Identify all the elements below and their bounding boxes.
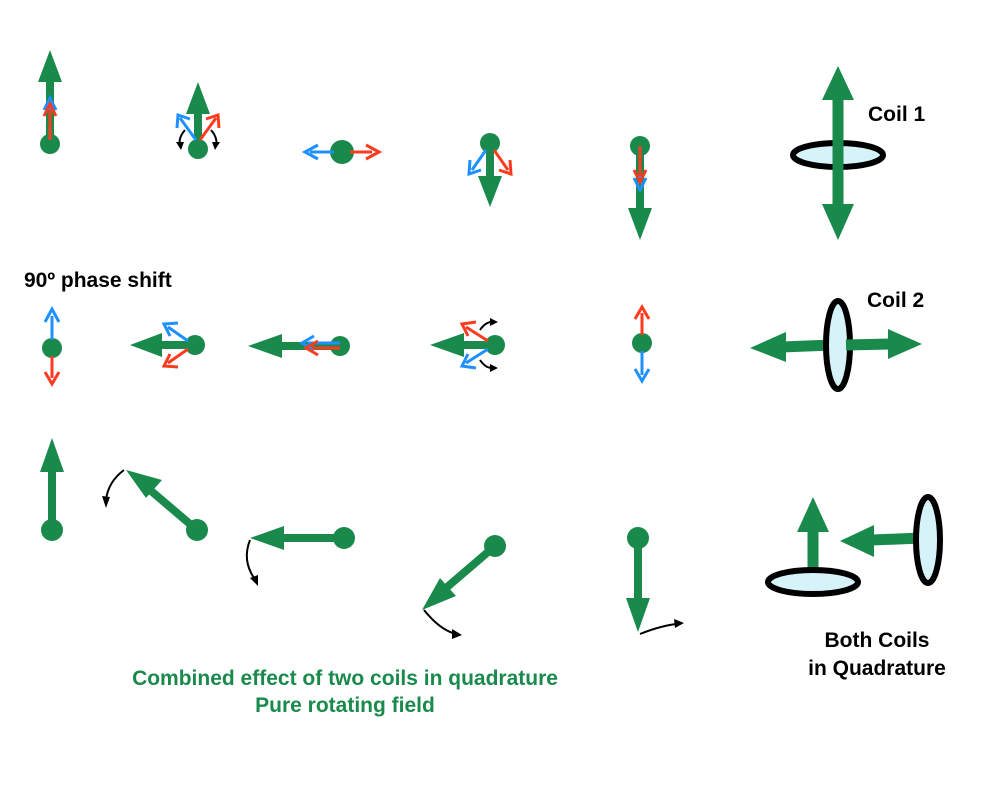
- both-coils-line-1: Both Coils: [824, 629, 930, 652]
- field-vector-r2-p2: [130, 321, 205, 369]
- field-vector-r2-p5: [632, 304, 652, 384]
- field-vector-r2-p4: [430, 318, 505, 372]
- coil-1-illustration: [790, 66, 886, 240]
- field-vector-r1-p2: [175, 82, 221, 159]
- field-vector-r2-p3: [248, 334, 350, 358]
- resultant-vector-r3-p3: [245, 526, 355, 586]
- field-vector-r1-p1: [38, 50, 62, 154]
- field-vector-r1-p5: [628, 136, 652, 240]
- resultant-vector-r3-p4: [422, 535, 506, 639]
- field-vector-r1-p4: [467, 133, 513, 207]
- figure-caption: Combined effect of two coils in quadratu…: [95, 665, 595, 719]
- resultant-vector-r3-p1: [40, 438, 64, 541]
- coil-1-label: Coil 1: [868, 103, 926, 126]
- field-vector-r1-p3: [301, 140, 383, 164]
- caption-line-2: Pure rotating field: [255, 694, 435, 717]
- both-coils-illustration: [765, 494, 943, 597]
- row-combined: [40, 438, 943, 639]
- resultant-vector-r3-p2: [102, 469, 208, 541]
- caption-line-1: Combined effect of two coils in quadratu…: [132, 667, 558, 690]
- row-coil-2: [42, 298, 922, 392]
- coil-2-illustration: [750, 298, 922, 392]
- resultant-vector-r3-p5: [626, 527, 684, 635]
- both-coils-line-2: in Quadrature: [808, 657, 946, 680]
- phase-shift-label: 90º phase shift: [24, 269, 172, 292]
- row-coil-1: [38, 50, 886, 240]
- field-vector-r2-p1: [42, 305, 62, 387]
- coil-2-label: Coil 2: [867, 289, 925, 312]
- both-coils-label: Both Coils in Quadrature: [772, 627, 982, 683]
